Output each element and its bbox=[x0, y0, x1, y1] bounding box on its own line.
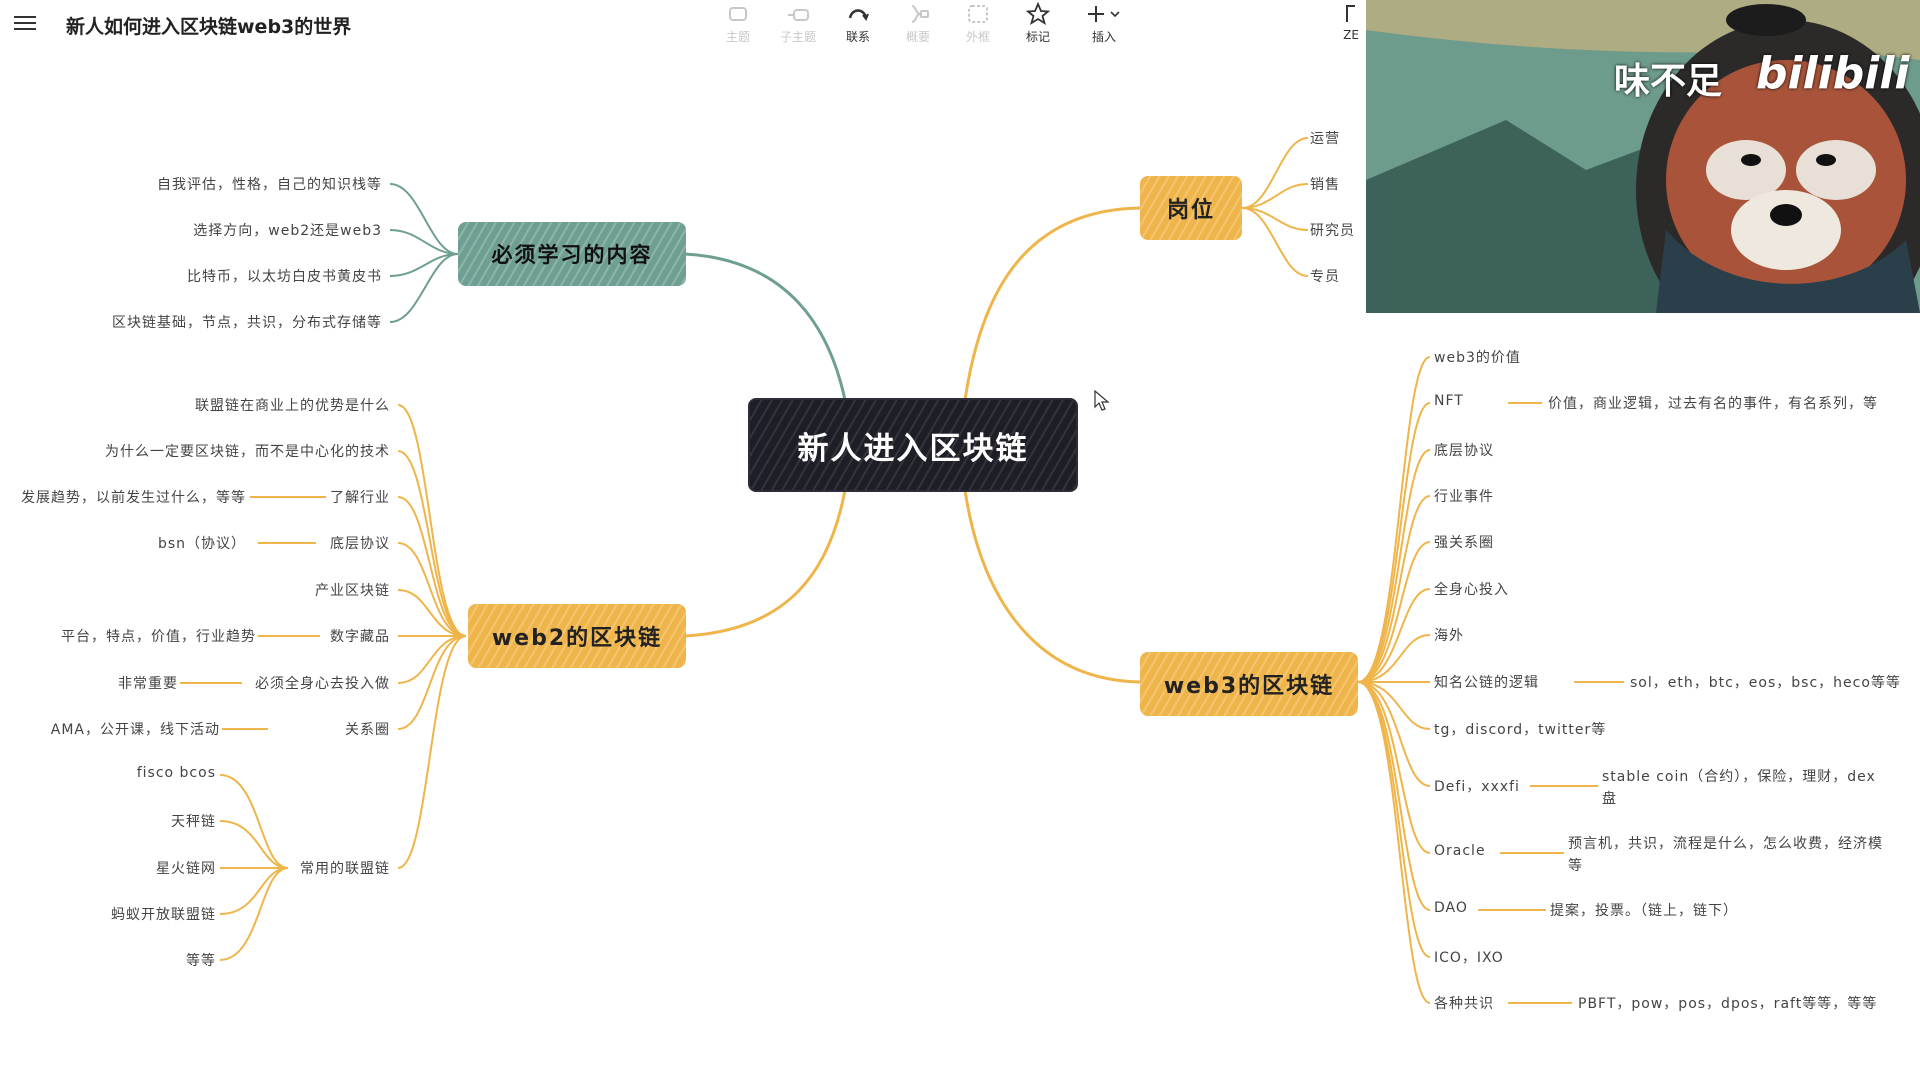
branch-study[interactable]: 必须学习的内容 bbox=[458, 222, 686, 286]
toolbar-label: 子主题 bbox=[779, 30, 816, 44]
toolbar-subtopic-button[interactable]: 子主题 bbox=[768, 2, 828, 45]
web2-item-detail[interactable]: 平台，特点，价值，行业趋势 bbox=[61, 629, 256, 645]
web3-item[interactable]: NFT bbox=[1434, 393, 1464, 409]
web3-item-detail[interactable]: 价值，商业逻辑，过去有名的事件，有名系列，等 bbox=[1548, 396, 1878, 412]
summary-icon bbox=[911, 5, 929, 23]
web3-item[interactable]: Defi，xxxfi bbox=[1434, 779, 1520, 795]
web3-item-detail[interactable]: 盘 bbox=[1602, 791, 1617, 807]
web3-item[interactable]: 行业事件 bbox=[1434, 489, 1494, 505]
web2-item[interactable]: 联盟链在商业上的优势是什么 bbox=[195, 398, 390, 414]
web2-item[interactable]: 必须全身心去投入做 bbox=[255, 676, 390, 692]
web2-item[interactable]: 关系圈 bbox=[345, 722, 390, 738]
toolbar-label: ZE bbox=[1343, 28, 1359, 42]
web3-item-detail[interactable]: 预言机，共识，流程是什么，怎么收费，经济模 bbox=[1568, 836, 1883, 852]
top-toolbar: 新人如何进入区块链web3的世界 主题 子主题 联系 概要 外框 标记 插入 Z… bbox=[0, 0, 1920, 50]
web2-item-detail[interactable]: 非常重要 bbox=[118, 676, 178, 692]
web3-item[interactable]: 各种共识 bbox=[1434, 996, 1494, 1012]
alliance-chain-item[interactable]: fisco bcos bbox=[136, 765, 216, 781]
web2-item-detail[interactable]: AMA，公开课，线下活动 bbox=[50, 722, 220, 738]
hamburger-menu-icon[interactable] bbox=[14, 12, 36, 34]
plus-icon bbox=[1088, 6, 1120, 22]
web2-item[interactable]: 了解行业 bbox=[330, 490, 390, 506]
web3-item[interactable]: web3的价值 bbox=[1434, 350, 1521, 366]
toolbar-label: 标记 bbox=[1025, 30, 1050, 44]
bilibili-logo: bilibili bbox=[1756, 48, 1910, 99]
job-item[interactable]: 运营 bbox=[1310, 131, 1340, 147]
star-icon bbox=[1026, 2, 1050, 25]
web3-item-detail[interactable]: stable coin（合约），保险，理财，dex bbox=[1602, 769, 1876, 785]
job-item[interactable]: 销售 bbox=[1310, 177, 1340, 193]
web2-item-detail[interactable]: 发展趋势，以前发生过什么，等等 bbox=[21, 490, 246, 506]
toolbar-marker-button[interactable]: 标记 bbox=[1008, 2, 1068, 45]
job-item[interactable]: 研究员 bbox=[1310, 223, 1355, 239]
boundary-icon bbox=[968, 5, 988, 23]
topic-icon bbox=[729, 7, 747, 21]
toolbar-label: 插入 bbox=[1091, 30, 1116, 44]
mouse-cursor-icon bbox=[1094, 390, 1110, 411]
alliance-chain-item[interactable]: 蚂蚁开放联盟链 bbox=[111, 907, 216, 923]
alliance-chain-item[interactable]: 星火链网 bbox=[156, 861, 216, 877]
web3-item[interactable]: Oracle bbox=[1434, 843, 1486, 859]
subtopic-icon bbox=[788, 9, 809, 21]
job-item[interactable]: 专员 bbox=[1310, 269, 1340, 285]
zen-icon bbox=[1346, 5, 1355, 22]
branch-web2[interactable]: web2的区块链 bbox=[468, 604, 686, 668]
alliance-chain-item[interactable]: 天秤链 bbox=[171, 814, 216, 830]
web3-item[interactable]: 海外 bbox=[1434, 628, 1464, 644]
red-panda-image bbox=[1366, 0, 1920, 313]
web3-item[interactable]: 知名公链的逻辑 bbox=[1434, 675, 1539, 691]
branch-jobs[interactable]: 岗位 bbox=[1140, 176, 1242, 240]
toolbar-zen-button[interactable]: ZE bbox=[1336, 2, 1366, 42]
toolbar-label: 外框 bbox=[965, 30, 990, 44]
alliance-chain-item[interactable]: 等等 bbox=[186, 953, 216, 969]
web3-item-detail[interactable]: PBFT，pow，pos，dpos，raft等等，等等 bbox=[1578, 996, 1878, 1012]
toolbar-label: 概要 bbox=[905, 30, 930, 44]
web3-item[interactable]: 强关系圈 bbox=[1434, 535, 1494, 551]
web3-item[interactable]: ICO，IXO bbox=[1434, 950, 1504, 966]
web3-item[interactable]: 底层协议 bbox=[1434, 443, 1494, 459]
toolbar-label: 联系 bbox=[845, 30, 870, 44]
branch-web3[interactable]: web3的区块链 bbox=[1140, 652, 1358, 716]
toolbar-relationship-button[interactable]: 联系 bbox=[828, 2, 888, 45]
study-item[interactable]: 区块链基础，节点，共识，分布式存储等 bbox=[112, 315, 382, 331]
web3-item-detail[interactable]: 提案，投票。（链上，链下） bbox=[1550, 903, 1738, 919]
toolbar-insert-button[interactable]: 插入 bbox=[1074, 2, 1134, 45]
study-item[interactable]: 自我评估，性格，自己的知识栈等 bbox=[157, 177, 382, 193]
web3-item[interactable]: 全身心投入 bbox=[1434, 582, 1509, 598]
video-overlay: 味不足 bilibili bbox=[1366, 0, 1920, 313]
web2-item[interactable]: 为什么一定要区块链，而不是中心化的技术 bbox=[105, 444, 390, 460]
toolbar-label: 主题 bbox=[725, 30, 750, 44]
web2-item-detail[interactable]: bsn（协议） bbox=[157, 536, 246, 552]
toolbar-summary-button[interactable]: 概要 bbox=[888, 2, 948, 45]
web3-item[interactable]: tg，discord，twitter等 bbox=[1434, 722, 1607, 738]
relationship-icon bbox=[848, 9, 869, 22]
web3-item-detail[interactable]: 等 bbox=[1568, 858, 1583, 874]
root-topic[interactable]: 新人进入区块链 bbox=[748, 398, 1078, 492]
web3-item-detail[interactable]: sol，eth，btc，eos，bsc，heco等等 bbox=[1630, 675, 1901, 691]
study-item[interactable]: 选择方向，web2还是web3 bbox=[193, 223, 382, 239]
toolbar-boundary-button[interactable]: 外框 bbox=[948, 2, 1008, 45]
web2-item[interactable]: 底层协议 bbox=[330, 536, 390, 552]
video-watermark-text: 味不足 bbox=[1614, 61, 1723, 102]
web2-item[interactable]: 产业区块链 bbox=[315, 583, 390, 599]
study-item[interactable]: 比特币，以太坊白皮书黄皮书 bbox=[187, 269, 382, 285]
web2-item[interactable]: 数字藏品 bbox=[330, 629, 390, 645]
toolbar-topic-button[interactable]: 主题 bbox=[708, 2, 768, 45]
document-title[interactable]: 新人如何进入区块链web3的世界 bbox=[66, 16, 352, 38]
web3-item[interactable]: DAO bbox=[1434, 900, 1468, 916]
web2-item[interactable]: 常用的联盟链 bbox=[300, 861, 390, 877]
